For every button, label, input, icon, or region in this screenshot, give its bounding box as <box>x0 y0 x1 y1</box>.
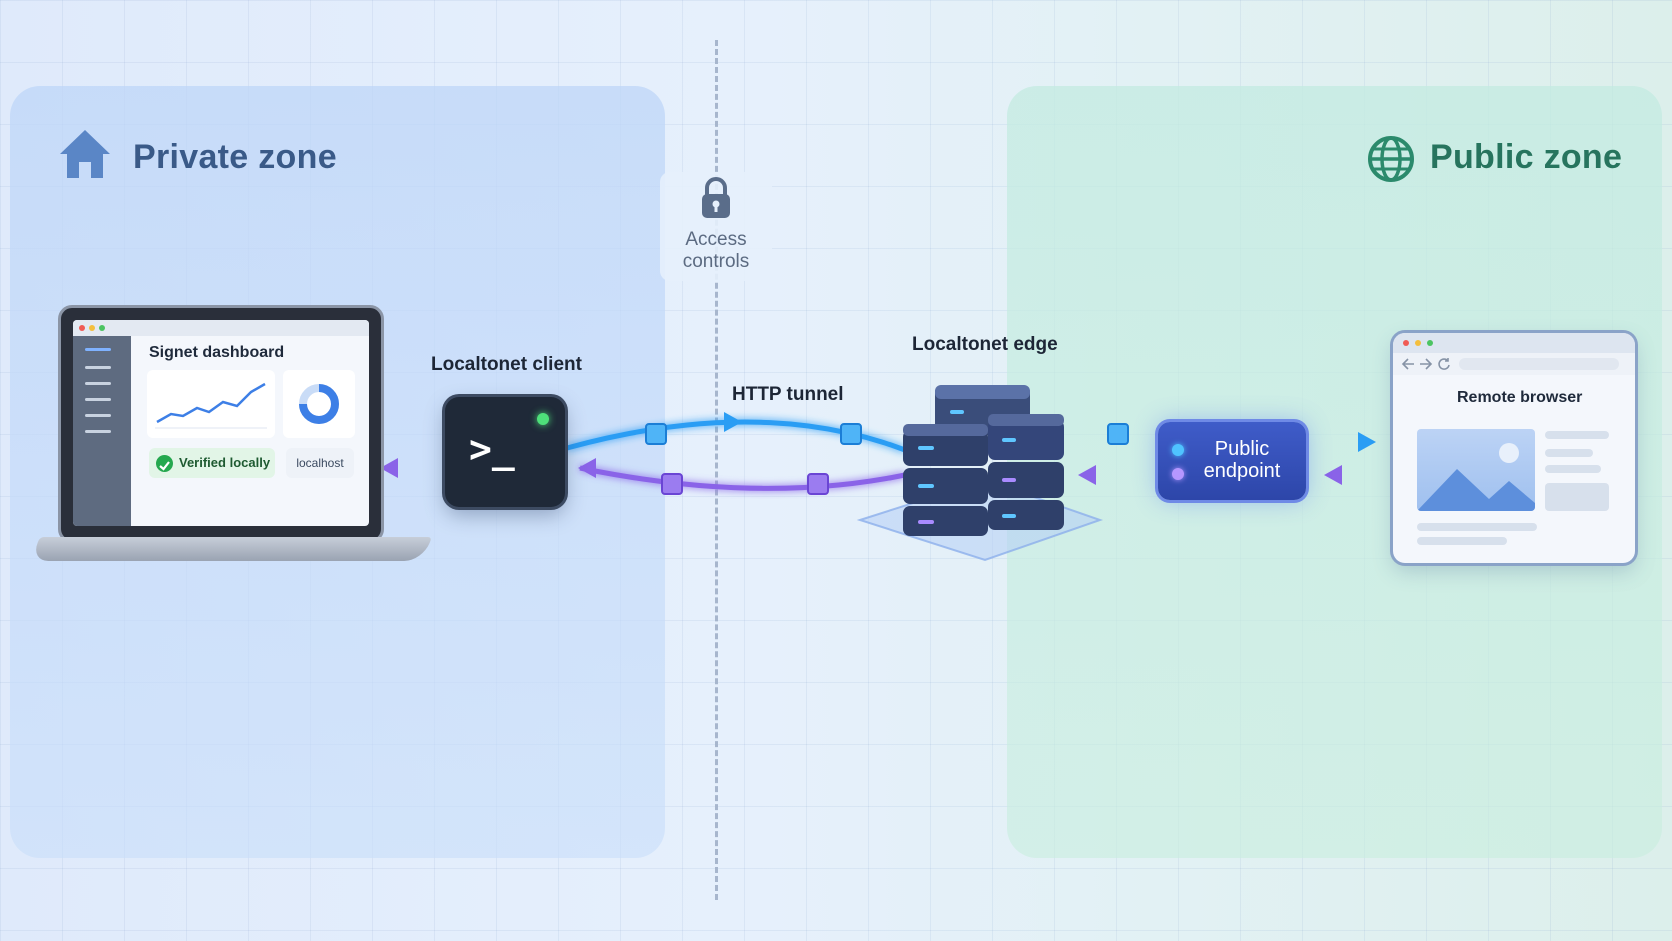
dashboard-title: Signet dashboard <box>149 344 285 361</box>
access-controls-label-line2: controls <box>682 251 750 272</box>
verified-badge: Verified locally <box>149 448 275 478</box>
browser-titlebar <box>1393 333 1635 353</box>
dashboard-titlebar <box>73 320 369 336</box>
image-placeholder-icon <box>1417 429 1535 511</box>
packet-request-1 <box>645 423 667 445</box>
response-arrow-laptop <box>380 458 398 478</box>
browser-text-block <box>1545 483 1609 511</box>
access-controls: Access controls <box>660 172 772 281</box>
private-zone-title: Private zone <box>133 138 337 176</box>
access-controls-label-line1: Access <box>685 229 747 250</box>
status-led <box>537 413 549 425</box>
terminal-prompt-icon: >_ <box>469 427 515 471</box>
browser-text-line <box>1545 449 1593 457</box>
forward-arrow-icon <box>1420 358 1433 370</box>
verified-label: Verified locally <box>179 455 271 470</box>
laptop-keyboard-base <box>30 537 432 561</box>
reload-icon <box>1438 358 1450 370</box>
localtonet-client-terminal: >_ <box>445 397 565 507</box>
packet-request-3 <box>1107 423 1129 445</box>
packet-response-1 <box>661 473 683 495</box>
lock-icon <box>702 177 730 218</box>
globe-icon <box>1368 136 1414 182</box>
dashboard-sidebar <box>73 336 131 526</box>
packet-response-2 <box>807 473 829 495</box>
dashboard-screen: Signet dashboard Verified locally l <box>73 320 369 526</box>
browser-text-line <box>1545 465 1601 473</box>
public-zone-title: Public zone <box>1430 138 1623 176</box>
tunnel-request-arrow <box>724 412 742 432</box>
endpoint-label-line1: Public <box>1214 438 1270 460</box>
edge-label: Localtonet edge <box>912 334 1058 355</box>
browser-text-line <box>1417 523 1537 531</box>
endpoint-label-line2: endpoint <box>1203 460 1281 482</box>
browser-text-line <box>1417 537 1507 545</box>
browser-navbar <box>1393 353 1635 375</box>
edge-response-arrow <box>1078 465 1096 485</box>
localhost-badge: localhost <box>286 448 354 478</box>
tunnel-label: HTTP tunnel <box>732 384 844 405</box>
tunnel-request-arc <box>566 419 906 453</box>
packet-request-2 <box>840 423 862 445</box>
client-label: Localtonet client <box>431 354 582 375</box>
request-dot <box>1172 444 1184 456</box>
dashboard-line-chart <box>147 370 275 438</box>
remote-browser: Remote browser <box>1393 333 1635 563</box>
endpoint-response-arrow <box>1324 465 1342 485</box>
tunnel-response-arrow <box>578 458 596 478</box>
dashboard-donut-chart <box>283 370 355 438</box>
browser-text-line <box>1545 431 1609 439</box>
laptop-screen: Signet dashboard Verified locally l <box>58 305 384 543</box>
edge-server-stack <box>856 385 1104 562</box>
response-dot <box>1172 468 1184 480</box>
public-endpoint: Public endpoint <box>1158 422 1306 500</box>
home-icon <box>60 130 110 178</box>
browser-title: Remote browser <box>1457 389 1583 406</box>
check-circle-icon <box>156 455 173 472</box>
back-arrow-icon <box>1401 358 1414 370</box>
address-bar <box>1459 358 1619 370</box>
browser-request-arrow <box>1358 432 1376 452</box>
zone-divider <box>715 40 718 900</box>
tunnel-response-arc <box>579 465 906 491</box>
